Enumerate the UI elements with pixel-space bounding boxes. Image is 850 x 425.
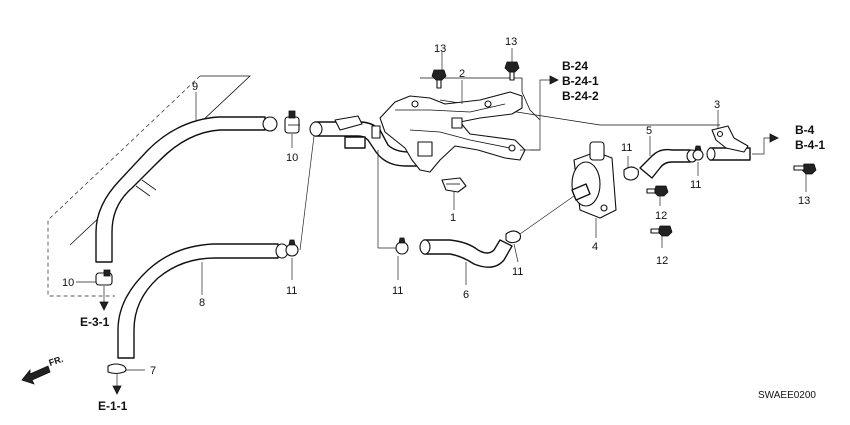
- clip-11-e[interactable]: [692, 145, 704, 161]
- hose-8[interactable]: [117, 243, 289, 359]
- front-direction-label: FR.: [48, 354, 65, 368]
- arrow-to-e11: [112, 374, 122, 395]
- label-part-11-e: 11: [690, 179, 701, 191]
- front-direction-arrow: FR.: [21, 354, 65, 385]
- ref-b-24: B-24: [562, 59, 588, 73]
- bolt-13-left[interactable]: [431, 69, 447, 89]
- clamp-10-lower[interactable]: [95, 269, 113, 286]
- clip-11-a[interactable]: [285, 239, 299, 257]
- diagram-code: SWAEE0200: [758, 390, 816, 401]
- part-number-labels: 9 10 10 11 8 7 11 6 11 1 4 2 13 13 5 11 …: [62, 36, 810, 377]
- label-part-5: 5: [646, 125, 652, 137]
- hose-6[interactable]: [419, 239, 513, 268]
- label-part-1: 1: [450, 212, 456, 224]
- label-part-4: 4: [592, 241, 598, 253]
- label-part-3: 3: [714, 99, 720, 111]
- label-part-2: 2: [459, 68, 465, 80]
- label-part-13-center: 13: [505, 36, 517, 48]
- label-part-10-upper: 10: [286, 152, 298, 164]
- ref-b-4-1: B-4-1: [795, 138, 825, 152]
- bolt-13-center[interactable]: [504, 61, 520, 81]
- hose-5[interactable]: [639, 148, 698, 179]
- clip-11-d[interactable]: [623, 166, 639, 181]
- ref-b-24-2: B-24-2: [562, 89, 599, 103]
- valve-4[interactable]: [571, 141, 617, 219]
- ref-e-1-1: E-1-1: [98, 399, 128, 413]
- label-part-9: 9: [192, 81, 198, 93]
- label-part-13-left: 13: [434, 43, 446, 55]
- label-part-11-b: 11: [392, 285, 403, 297]
- ref-b-24-1: B-24-1: [562, 74, 599, 88]
- label-part-12-upper: 12: [655, 210, 667, 222]
- label-part-7: 7: [150, 365, 156, 377]
- arrow-to-b4: [769, 133, 779, 143]
- clip-7[interactable]: [107, 363, 127, 375]
- clamp-1[interactable]: [441, 177, 467, 193]
- label-part-11-a: 11: [286, 285, 297, 297]
- clip-11-c[interactable]: [505, 230, 522, 244]
- arrow-to-e31: [99, 286, 109, 311]
- label-part-6: 6: [463, 289, 469, 301]
- pipe-assembly[interactable]: [309, 115, 421, 167]
- label-part-8: 8: [199, 297, 205, 309]
- reference-codes: B-24 B-24-1 B-24-2 B-4 B-4-1 E-3-1 E-1-1: [80, 59, 825, 413]
- pipe-3[interactable]: [706, 125, 751, 161]
- label-part-12-lower: 12: [656, 255, 668, 267]
- label-part-10-lower: 10: [62, 277, 74, 289]
- bolt-12-lower[interactable]: [650, 225, 673, 237]
- label-part-11-d: 11: [621, 142, 632, 154]
- hose-9[interactable]: [95, 116, 278, 263]
- label-part-11-c: 11: [512, 266, 523, 278]
- ref-b-4: B-4: [795, 123, 815, 137]
- bolt-13-right[interactable]: [793, 163, 817, 175]
- bolt-12-upper[interactable]: [646, 185, 669, 197]
- arrow-to-b24: [549, 75, 559, 85]
- bracket-2[interactable]: [379, 91, 526, 173]
- assembly-outline-left: [47, 75, 252, 297]
- ref-e-3-1: E-3-1: [80, 315, 110, 329]
- leader-lines: [76, 48, 807, 371]
- label-part-13-right: 13: [798, 195, 810, 207]
- clamp-10-upper[interactable]: [284, 110, 300, 134]
- clip-11-b[interactable]: [395, 237, 409, 255]
